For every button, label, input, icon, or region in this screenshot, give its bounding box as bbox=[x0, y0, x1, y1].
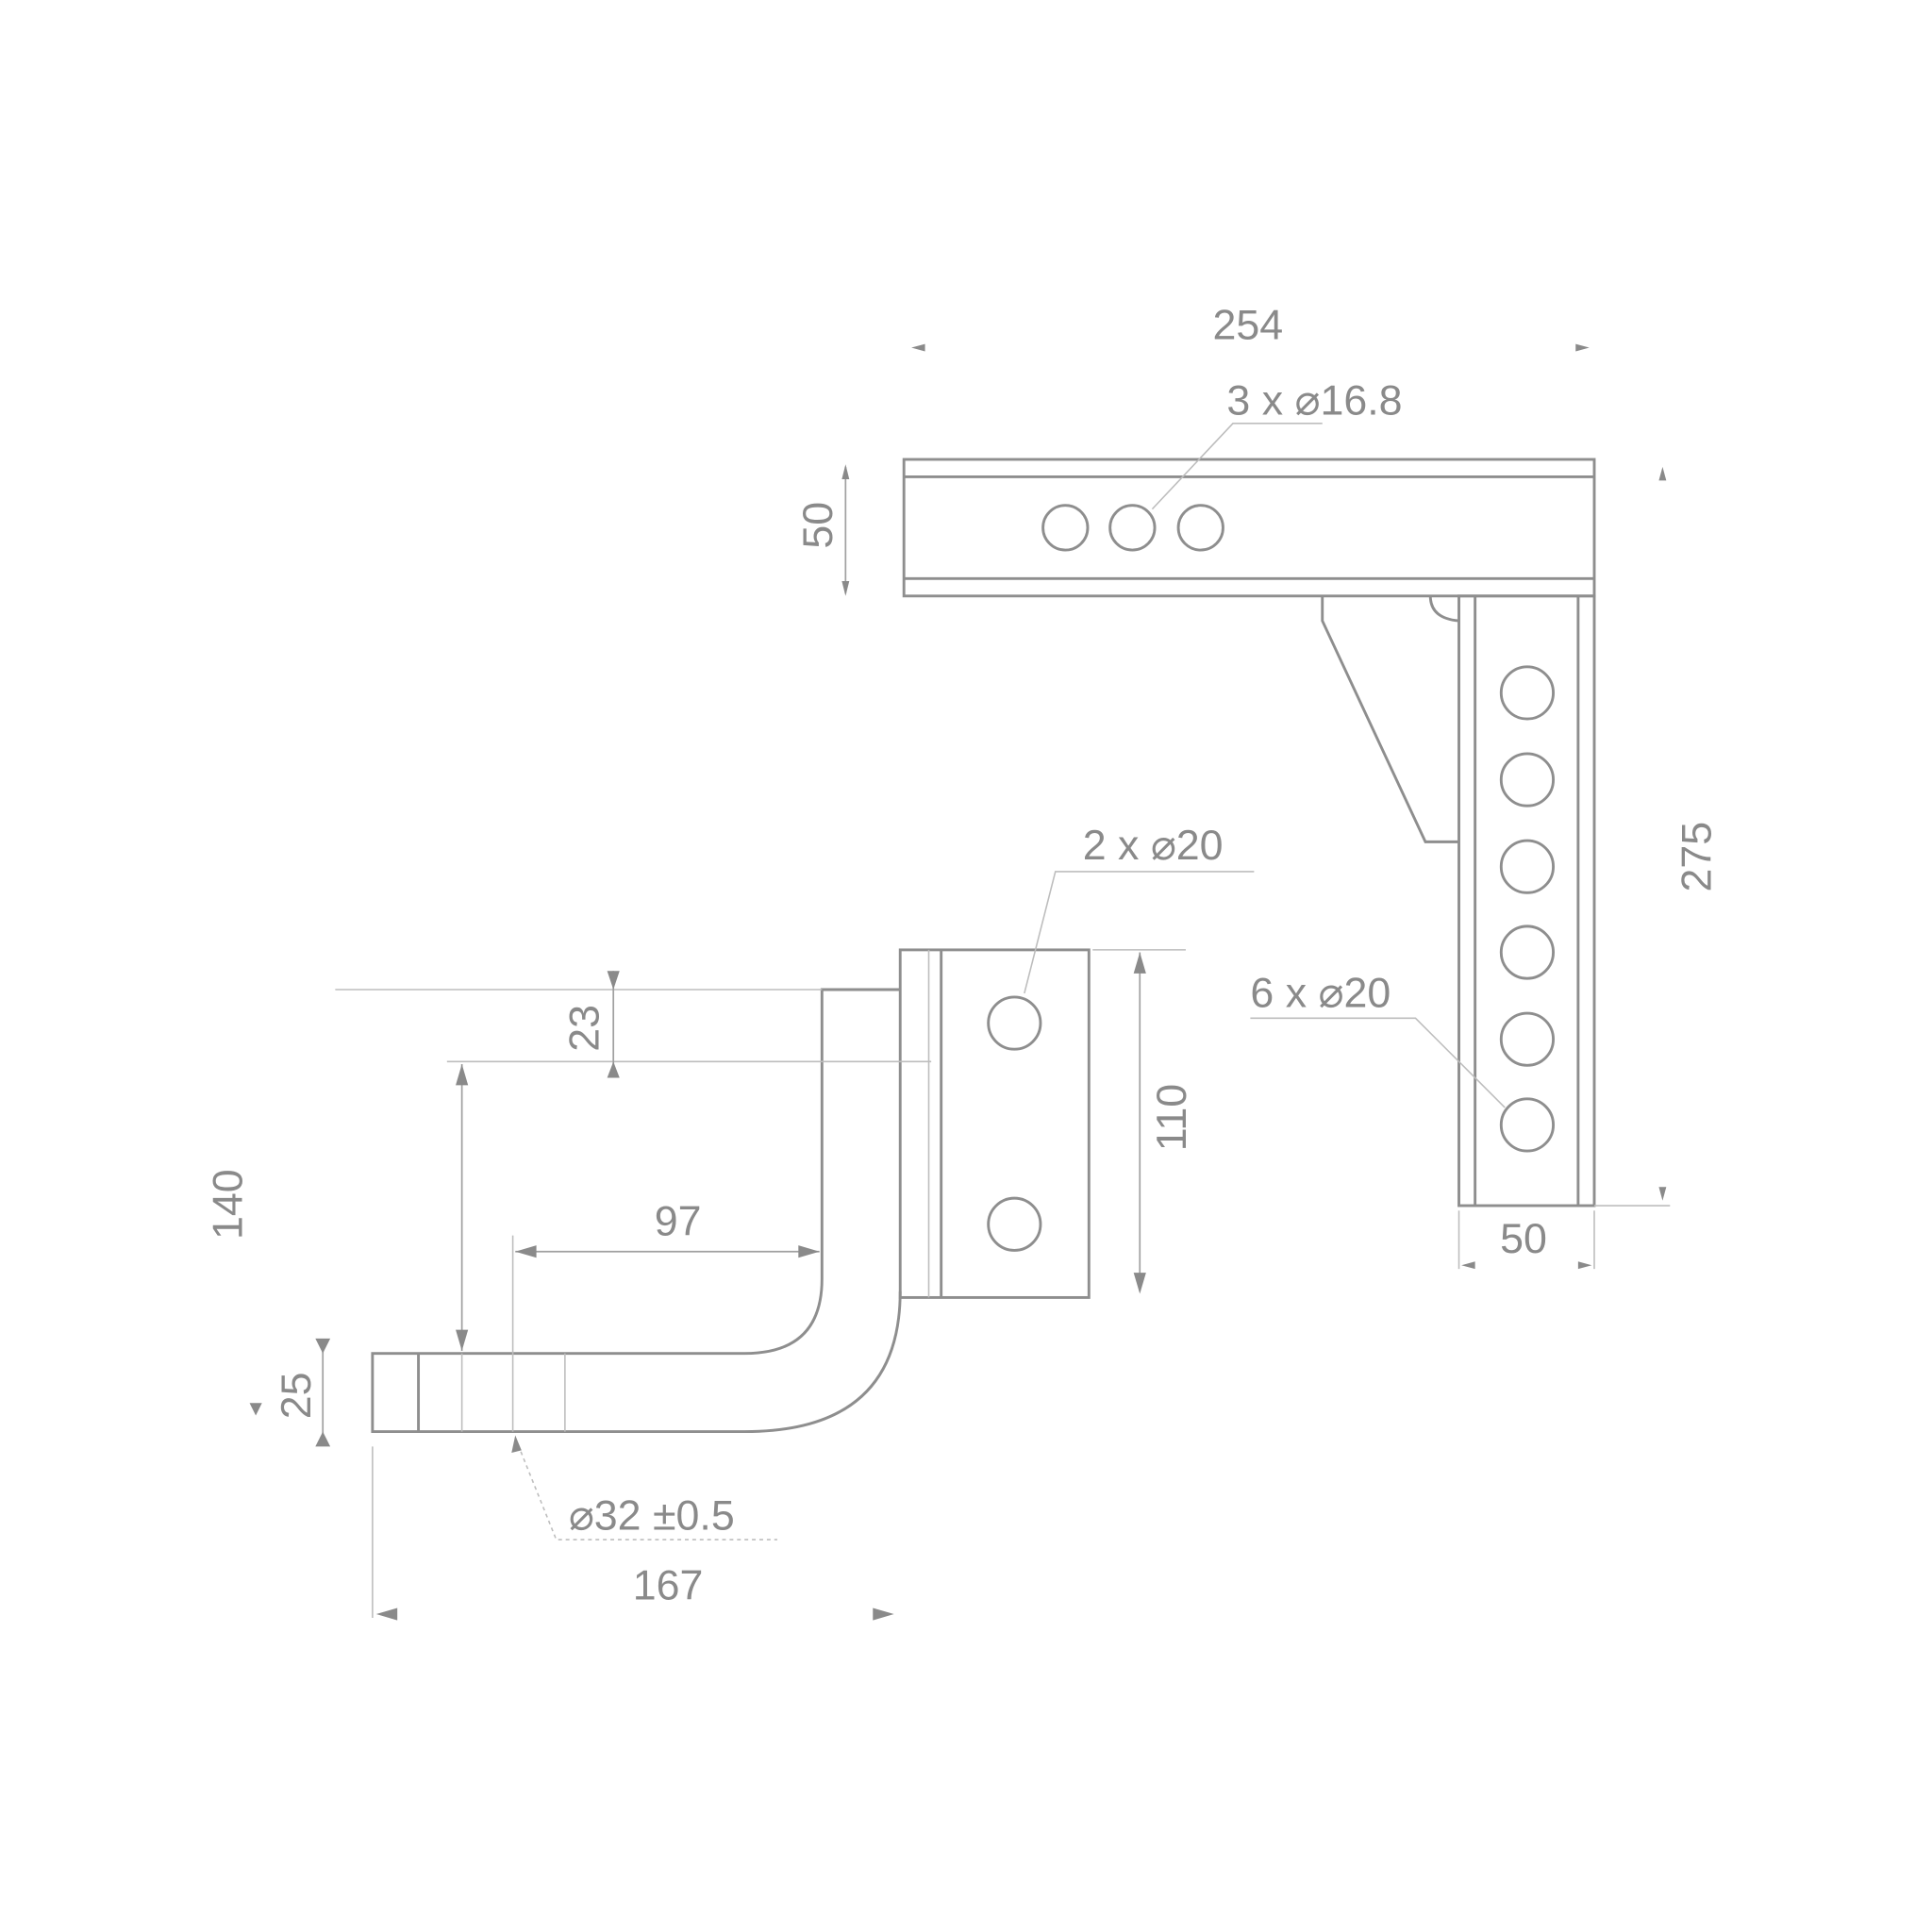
dim-50-top: 50 bbox=[794, 502, 841, 549]
dim-140: 140 bbox=[205, 1169, 252, 1240]
dim-167: 167 bbox=[633, 1561, 704, 1608]
hole bbox=[1499, 924, 1556, 980]
ball-mount bbox=[371, 948, 1091, 1434]
hole bbox=[1499, 752, 1556, 808]
hole bbox=[987, 995, 1042, 1051]
hole bbox=[1499, 839, 1556, 894]
dim-97: 97 bbox=[655, 1198, 702, 1245]
hole bbox=[1499, 1097, 1556, 1153]
hole bbox=[1499, 665, 1556, 721]
note-6x20: 6 x ⌀20 bbox=[1250, 969, 1391, 1016]
hole bbox=[987, 1196, 1042, 1252]
note-3x16.8: 3 x ⌀16.8 bbox=[1226, 377, 1402, 425]
hole bbox=[1499, 1011, 1556, 1067]
dim-25: 25 bbox=[273, 1373, 320, 1420]
dim-254: 254 bbox=[1212, 301, 1283, 348]
hole bbox=[1041, 504, 1090, 552]
vertical-shank bbox=[1321, 594, 1596, 1208]
dim-23: 23 bbox=[560, 1005, 608, 1052]
note-2x20: 2 x ⌀20 bbox=[1083, 822, 1224, 869]
dim-110: 110 bbox=[1148, 1084, 1195, 1151]
dim-275: 275 bbox=[1674, 822, 1721, 892]
hole bbox=[1176, 504, 1224, 552]
note-diameter-32: ⌀32 ±0.5 bbox=[569, 1492, 735, 1540]
dim-50-bottom: 50 bbox=[1500, 1215, 1547, 1262]
hole bbox=[1108, 504, 1157, 552]
receiver-bar bbox=[902, 458, 1596, 598]
